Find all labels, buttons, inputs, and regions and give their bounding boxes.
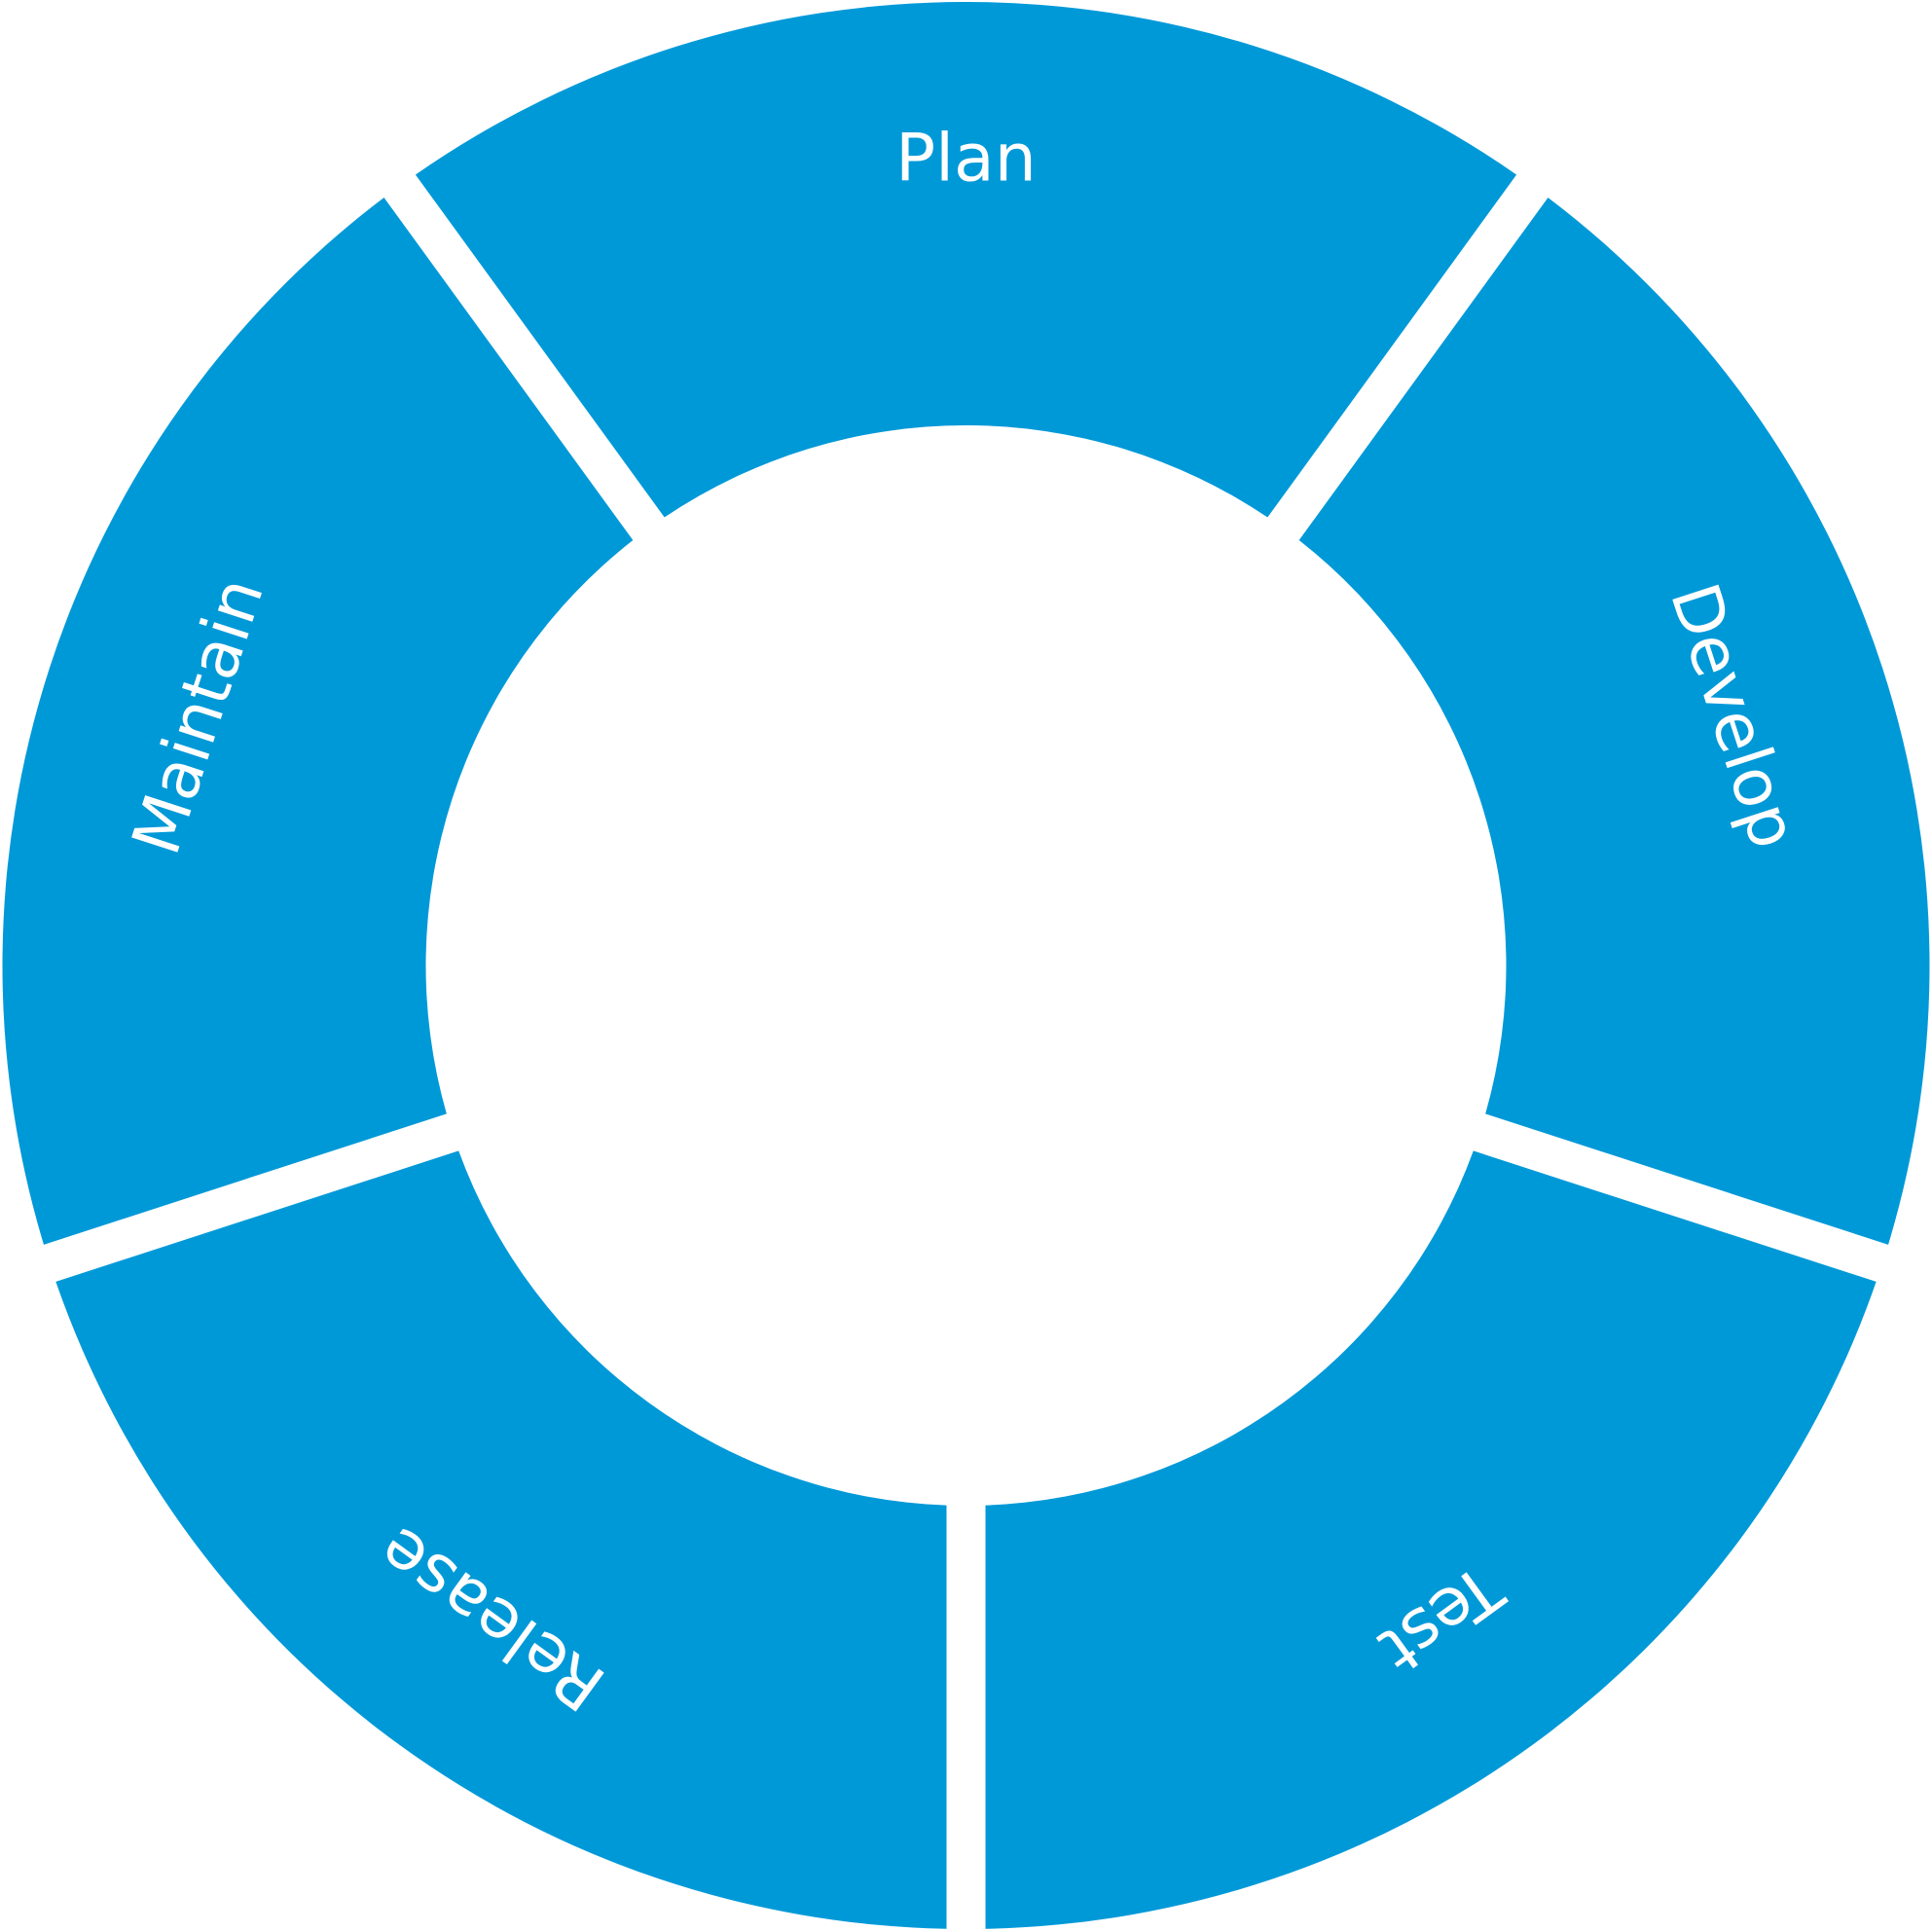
- segment-test: [985, 1150, 1877, 1929]
- segment-label-plan: Plan: [895, 121, 1037, 198]
- segment-develop: [1298, 197, 1930, 1245]
- segment-plan: [415, 2, 1517, 518]
- segment-maintain: [2, 197, 634, 1245]
- segment-release: [55, 1150, 947, 1929]
